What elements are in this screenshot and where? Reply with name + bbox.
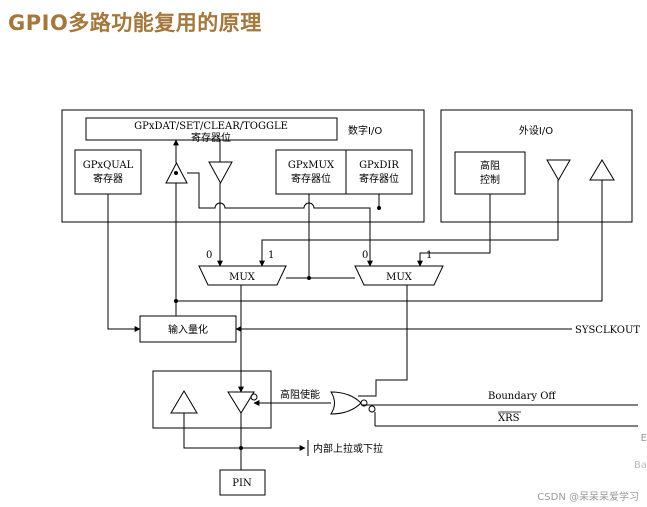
pin-output-buffer-icon — [227, 391, 255, 414]
mux-right-in0-label: 0 — [362, 250, 368, 261]
digital-io-frame — [61, 109, 425, 223]
pin-output-enable-bubble — [250, 393, 258, 401]
xrs-label: XRS — [498, 413, 520, 424]
boundary-off-label: Boundary Off — [488, 391, 556, 402]
mux-left-label: MUX — [229, 272, 256, 283]
csdn-watermark: CSDN @呆呆呆爱学习 — [537, 492, 639, 503]
gpxdat-label: GPxDAT/SET/CLEAR/TOGGLE — [134, 121, 288, 132]
gpxdir-label: GPxDIR — [359, 160, 399, 171]
gpxdir-sub-label: 寄存器位 — [359, 172, 399, 185]
mux-left-in1-label: 1 — [268, 250, 274, 261]
mux-left-shape — [198, 265, 287, 286]
pin-input-buffer-icon — [170, 390, 198, 414]
peripheral-input-buffer-icon — [589, 159, 615, 181]
input-qual-label: 输入量化 — [168, 323, 208, 336]
gpxmux-sub-label: 寄存器位 — [291, 172, 331, 185]
sysclkout-label: SYSCLKOUT — [575, 325, 640, 336]
mux-right-label: MUX — [386, 272, 413, 283]
gpxdir-box — [345, 149, 413, 195]
high-z-control-box — [454, 151, 526, 195]
page-title: GPIO多路功能复用的原理 — [8, 11, 262, 35]
digital-io-label: 数字I/O — [348, 124, 382, 137]
mux-left-in0-label: 0 — [206, 250, 212, 261]
or-gate-icon — [330, 391, 362, 415]
gpxqual-label: GPxQUAL — [83, 160, 134, 171]
or-gate-bubble — [360, 399, 368, 407]
peripheral-io-frame — [440, 109, 633, 223]
gpxdat-box — [85, 117, 338, 141]
high-z-enable-label: 高阻使能 — [280, 388, 320, 401]
pin-box — [219, 469, 266, 496]
edge-fragment-2: Ba — [634, 460, 647, 471]
gpxmux-label: GPxMUX — [288, 160, 335, 171]
gpxqual-sub-label: 寄存器 — [93, 172, 123, 185]
gpxdat-sub-label: 寄存器位 — [191, 131, 231, 144]
gpxmux-box — [275, 149, 347, 195]
mux-right-in1-label: 1 — [426, 250, 432, 261]
edge-fragment-1: E — [640, 433, 647, 444]
xrs-inversion-bubble — [368, 405, 376, 413]
output-buffer-icon — [208, 161, 233, 185]
peripheral-io-label: 外设I/O — [519, 125, 553, 137]
pin-label: PIN — [232, 478, 252, 489]
high-z-label-1: 高阻 — [480, 159, 500, 172]
mux-right-shape — [354, 265, 444, 286]
pin-buffer-frame — [152, 370, 272, 429]
peripheral-output-buffer-icon — [546, 159, 571, 182]
pullup-label: 内部上拉或下拉 — [313, 442, 383, 455]
high-z-label-2: 控制 — [480, 173, 500, 186]
gpxqual-box — [74, 149, 142, 195]
